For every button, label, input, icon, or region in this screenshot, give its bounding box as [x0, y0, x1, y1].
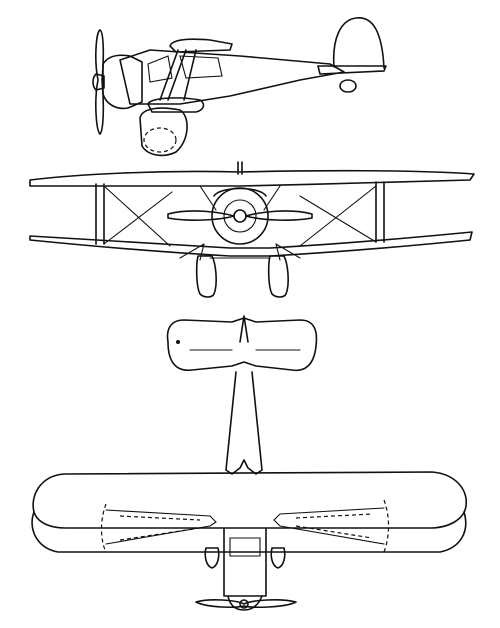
top-view-aileron-right: [383, 499, 390, 553]
top-view-upper-wing: [32, 471, 467, 529]
side-view-rear-window: [147, 55, 173, 83]
front-view-wheel-pant-left: [195, 255, 217, 298]
top-view-tail-marker: [176, 340, 180, 344]
front-view-cabane: [199, 185, 281, 211]
side-view-cabin-window: [179, 55, 223, 79]
front-view-propeller: [167, 210, 313, 221]
top-view-tailplane: [166, 317, 318, 372]
front-view-fin: [237, 161, 243, 175]
side-view-wheel-pant: [139, 107, 188, 157]
side-view-tailplane: [317, 65, 387, 75]
top-view: [31, 315, 467, 611]
side-view-upper-wing: [169, 38, 233, 53]
side-view-strut-front: [159, 49, 187, 101]
top-view-lower-wing: [31, 511, 467, 553]
front-view-upper-wing: [29, 169, 475, 187]
top-view-cabin: [223, 527, 267, 597]
top-view-spinner: [239, 599, 249, 609]
top-view-nose: [227, 595, 263, 611]
top-view-rib-dashes: [119, 513, 373, 541]
side-view-wheel: [143, 127, 177, 153]
front-view-bracing-left: [103, 185, 173, 247]
top-view-wheel-left: [204, 547, 220, 569]
side-view-lower-wing: [147, 97, 205, 113]
top-view-fin: [239, 315, 249, 343]
side-view-fuselage: [119, 49, 345, 105]
side-view: [92, 17, 387, 157]
front-view-strut-left: [95, 183, 105, 245]
top-view-cabin-window: [229, 537, 261, 557]
front-view-spinner: [233, 209, 247, 223]
front-view-strut-right: [375, 181, 385, 243]
side-view-strut-rear: [183, 49, 197, 101]
front-view-wheel-pant-right: [267, 255, 289, 298]
front-view-cowling: [211, 187, 269, 245]
top-view-wing-panel-left: [105, 509, 217, 545]
top-view-fuselage: [225, 371, 263, 475]
top-view-wing-panel-right: [273, 507, 385, 545]
top-view-propeller: [195, 599, 297, 608]
front-view-lower-wing: [29, 231, 473, 257]
top-view-wheel-right: [270, 547, 286, 569]
front-view-bracing-right: [299, 185, 377, 247]
side-view-engine-cowling: [102, 54, 143, 110]
front-view-gear-legs: [179, 243, 301, 261]
top-view-aileron-left: [100, 503, 107, 553]
side-view-propeller: [95, 29, 105, 135]
front-view-cowling-inner: [223, 199, 257, 233]
front-view: [29, 161, 475, 298]
side-view-rudder: [332, 17, 385, 69]
side-view-tailwheel: [339, 79, 357, 93]
front-view-cowling-top: [213, 187, 267, 197]
